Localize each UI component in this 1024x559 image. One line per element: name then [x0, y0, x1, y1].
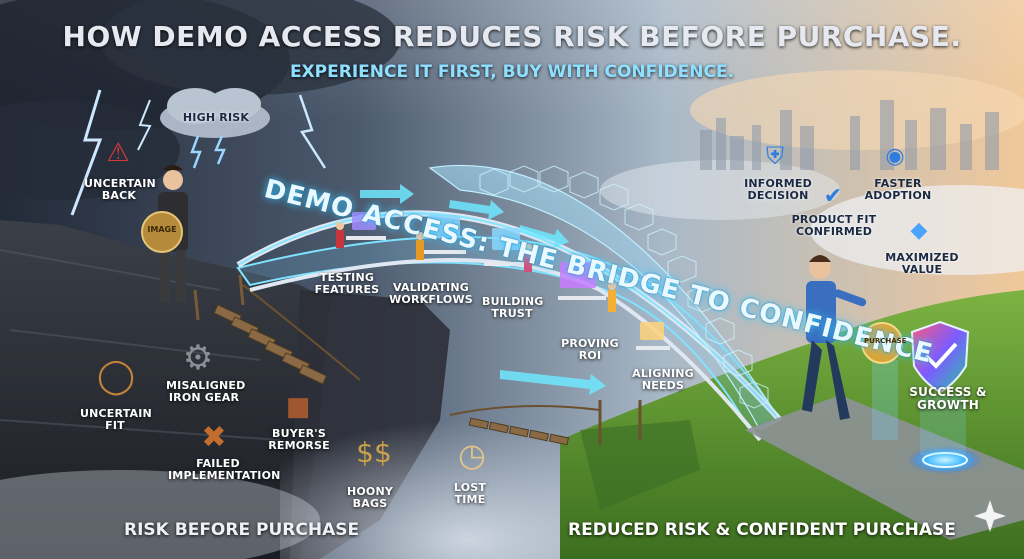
- failed-implementation-label: FAILED IMPLEMENTATION: [168, 457, 281, 482]
- warning-icon: ⚠: [106, 138, 130, 168]
- success-shield-icon: [910, 320, 970, 394]
- shield-check-icon: ⛨: [766, 142, 784, 170]
- high-risk-label: HIGH RISK: [182, 111, 250, 124]
- tools-icon: ✖: [201, 420, 227, 455]
- step-proving-roi: PROVING ROI: [561, 337, 619, 362]
- lost-time-label: LOST TIME: [453, 481, 487, 506]
- book-icon: ■: [285, 392, 311, 422]
- clock-icon: ◷: [458, 436, 486, 474]
- page-title: HOW DEMO ACCESS REDUCES RISK BEFORE PURC…: [62, 20, 962, 53]
- misaligned-gear-label: MISALIGNED IRON GEAR: [166, 379, 246, 404]
- diamond-icon: ◆: [910, 218, 928, 243]
- benefit-footer: REDUCED RISK & CONFIDENT PURCHASE: [568, 520, 956, 540]
- maximized-value-label: MAXIMIZED VALUE: [885, 251, 959, 276]
- helmet-icon: ◯: [96, 356, 136, 396]
- informed-decision-label: INFORMED DECISION: [744, 177, 812, 202]
- uncertain-fit-label: UNCERTAIN FIT: [80, 407, 152, 432]
- step-building-trust: BUILDING TRUST: [482, 295, 544, 320]
- step-validating-workflows: VALIDATING WORKFLOWS: [389, 281, 473, 306]
- money-bags-icon: $$: [356, 436, 392, 469]
- success-growth-label: SUCCESS & GROWTH: [909, 385, 987, 412]
- money-bags-label: HOONY BAGS: [346, 485, 394, 510]
- risk-footer: RISK BEFORE PURCHASE: [124, 520, 360, 540]
- product-fit-confirmed-label: PRODUCT FIT CONFIRMED: [791, 213, 877, 238]
- step-aligning-needs: ALIGNING NEEDS: [632, 367, 694, 392]
- page-subtitle: EXPERIENCE IT FIRST, BUY WITH CONFIDENCE…: [289, 62, 735, 82]
- purchase-coin-label: PURCHASE: [864, 337, 907, 345]
- faster-adoption-label: FASTER ADOPTION: [864, 177, 932, 202]
- checkmark-badge-icon: ✔: [823, 184, 843, 209]
- speedometer-icon: ◉: [885, 144, 905, 169]
- buyers-remorse-label: BUYER'S REMORSE: [268, 427, 330, 452]
- coin-label: IMAGE: [147, 225, 177, 234]
- gear-icon: ⚙: [182, 338, 214, 378]
- uncertain-back-label: UNCERTAIN BACK: [84, 177, 156, 202]
- step-testing-features: TESTING FEATURES: [314, 271, 380, 296]
